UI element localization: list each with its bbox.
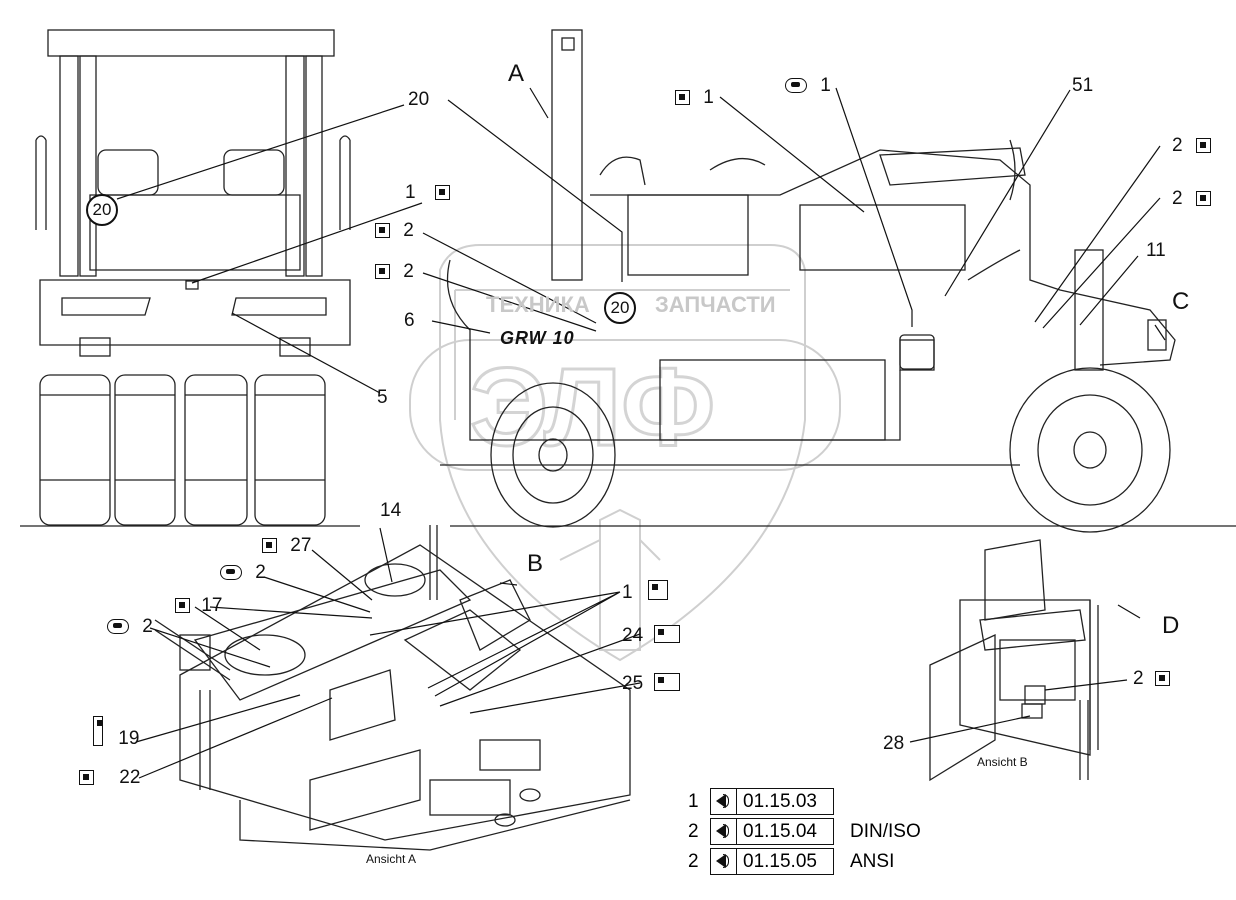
view-letter-a: A (508, 60, 525, 87)
leader-lines (116, 87, 1166, 779)
decal-symbol-icon (1154, 671, 1170, 686)
front-view (20, 29, 360, 527)
callout-11: 11 (1146, 240, 1166, 261)
callout-20-side: 20 (408, 89, 430, 110)
callout-number: 2 (403, 261, 414, 282)
callout-circle-20-side: 20 (604, 292, 636, 324)
decal-symbol-icon (434, 185, 450, 200)
front-tyres (39, 374, 326, 526)
callout-number: 17 (201, 595, 223, 616)
callout-number: 2 (1133, 668, 1144, 689)
legend-standard: ANSI (850, 851, 895, 872)
legend-part-box: 01.15.03 (710, 788, 834, 815)
legend-code: 01.15.05 (743, 850, 817, 872)
callout-number: 1 (820, 75, 831, 96)
callout-2-side-a: 2 (375, 221, 414, 240)
legend-qty: 2 (688, 821, 699, 842)
callout-number: 19 (118, 728, 140, 749)
caption-ansicht-b: Ansicht B (977, 755, 1028, 769)
rear-wheel (490, 382, 616, 528)
callout-14: 14 (380, 500, 402, 521)
callout-circle-20-front: 20 (86, 194, 118, 226)
callout-28: 28 (883, 733, 905, 754)
machine-model-plate: GRW 10 (500, 328, 575, 348)
watermark-shield (409, 244, 841, 662)
callout-number: 1 (405, 182, 416, 203)
callout-2-side-d: 2 (1172, 189, 1211, 208)
callout-2-side-b: 2 (375, 262, 414, 281)
decal-symbol-icon (675, 90, 690, 105)
decal-symbol-icon (93, 716, 103, 746)
caption-ansicht-a: Ansicht A (366, 852, 417, 866)
callout-2-side-c: 2 (1172, 136, 1211, 155)
callout-2-cab-b: 2 (107, 617, 153, 636)
callout-number: 2 (255, 562, 266, 583)
view-letter-b: B (527, 550, 544, 577)
decal-symbol-icon (375, 264, 390, 279)
decal-symbol-icon (107, 619, 129, 634)
callout-24: 24 (622, 625, 681, 646)
callout-1-cab: 1 (622, 580, 668, 602)
callout-number: 2 (1172, 188, 1183, 209)
decal-symbol-icon (654, 625, 681, 643)
legend-row: 1 01.15.03 (688, 787, 921, 817)
decal-symbol-icon (1195, 191, 1211, 206)
legend-part-box: 01.15.04 (710, 818, 834, 845)
callout-number: 1 (703, 87, 714, 108)
legend-part-box: 01.15.05 (710, 848, 834, 875)
watermark-text-left: ТЕХНИКА (486, 292, 590, 317)
callout-51: 51 (1072, 75, 1094, 96)
watermark-text-right: ЗАПЧАСТИ (655, 292, 776, 317)
decal-symbol-icon (1195, 138, 1211, 153)
legend-code: 01.15.04 (743, 820, 817, 842)
callout-6: 6 (404, 310, 415, 331)
callout-number: 27 (290, 535, 312, 556)
callout-number: 2 (1172, 135, 1183, 156)
callout-number: 24 (622, 625, 644, 646)
callout-number: 1 (622, 582, 633, 603)
decal-symbol-icon (375, 223, 390, 238)
callout-1-side-b: 1 (785, 76, 831, 95)
callout-27: 27 (262, 536, 311, 555)
callout-number: 25 (622, 673, 644, 694)
decal-symbol-icon (785, 78, 807, 93)
seat-view-b (929, 539, 1099, 782)
callout-2-cab-a: 2 (220, 563, 266, 582)
callout-number: 2 (403, 220, 414, 241)
callout-number: 2 (142, 616, 153, 637)
decal-symbol-icon (262, 538, 277, 553)
decal-legend: 1 01.15.03 2 01.15.04 DIN/ISO 2 01.15.05… (688, 787, 921, 877)
decal-symbol-icon (220, 565, 242, 580)
legend-standard: DIN/ISO (850, 821, 921, 842)
callout-number: 22 (119, 767, 141, 788)
decal-symbol-icon (654, 673, 681, 691)
callout-5: 5 (377, 387, 388, 408)
cab-view-a (154, 525, 631, 851)
callout-19: 19 (93, 716, 139, 748)
legend-qty: 1 (688, 791, 699, 812)
legend-row: 2 01.15.05 ANSI (688, 847, 921, 877)
front-wheel (1009, 367, 1171, 533)
view-letter-d: D (1162, 612, 1180, 639)
callout-1-side-a: 1 (675, 88, 714, 107)
legend-code: 01.15.03 (743, 790, 817, 812)
ear-protection-icon (711, 788, 737, 815)
decal-symbol-icon (647, 580, 668, 600)
decal-symbol-icon (175, 598, 190, 613)
legend-row: 2 01.15.04 DIN/ISO (688, 817, 921, 847)
side-view (440, 29, 1236, 533)
ear-protection-icon (711, 818, 737, 845)
legend-qty: 2 (688, 851, 699, 872)
view-letter-c: C (1172, 288, 1190, 315)
callout-25: 25 (622, 673, 681, 694)
decal-symbol-icon (79, 770, 94, 785)
ear-protection-icon (711, 848, 737, 875)
callout-2-view-b: 2 (1133, 669, 1170, 688)
callout-22: 22 (79, 768, 140, 787)
callout-1-front: 1 (405, 183, 450, 202)
callout-17: 17 (175, 596, 222, 615)
